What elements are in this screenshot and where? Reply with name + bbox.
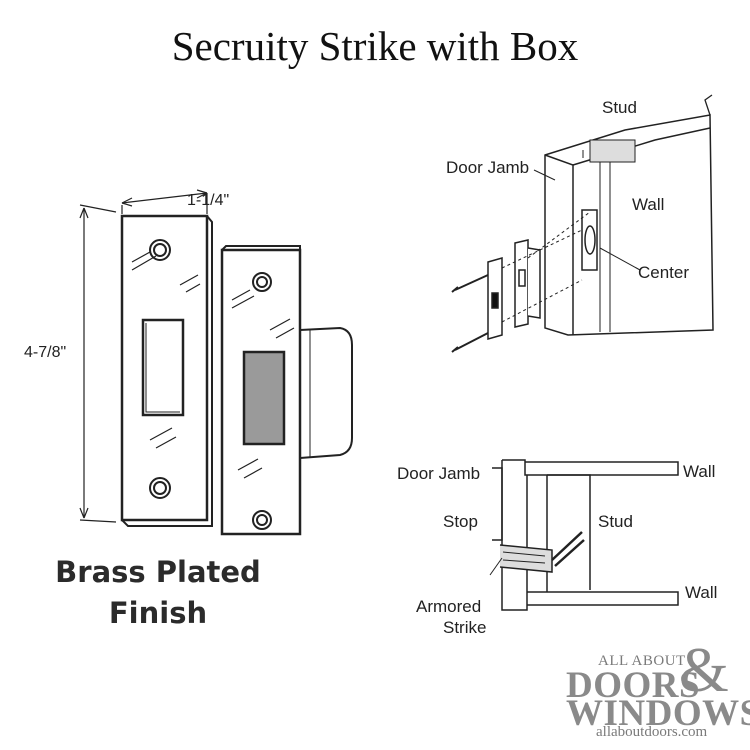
finish-line1: Brass Plated: [55, 555, 261, 589]
logo-url: allaboutdoors.com: [596, 724, 708, 740]
logo-ampersand: &: [679, 634, 729, 705]
dimension-width: 1-1/4": [187, 192, 229, 209]
finish-line2: Finish: [108, 596, 208, 630]
screw-hole-bottom: [149, 477, 171, 499]
label-wall-top: Wall: [683, 462, 715, 481]
label-wall: Wall: [632, 195, 664, 214]
strike-plate-back: [220, 248, 302, 536]
label-strike: Strike: [443, 618, 486, 637]
strike-box: [299, 326, 353, 459]
strike-box-opening: [242, 350, 286, 446]
strike-opening: [141, 318, 185, 417]
label-wall-bottom: Wall: [685, 583, 717, 602]
screw-top: [451, 274, 489, 293]
wall-bottom-section: [527, 591, 679, 606]
label-section-stud: Stud: [598, 512, 633, 531]
label-stop: Stop: [443, 512, 478, 531]
label-door-jamb: Door Jamb: [446, 158, 529, 177]
dimension-height: 4-7/8": [24, 344, 66, 361]
armored-strike: [499, 544, 553, 573]
label-stud: Stud: [602, 98, 637, 117]
wall-block: [544, 114, 714, 336]
screw-hole-top: [149, 239, 171, 261]
logo-line1: ALL ABOUT: [598, 653, 686, 669]
page-title: Secruity Strike with Box: [171, 23, 579, 69]
logo-windows: WINDOWS: [566, 693, 750, 734]
door-jamb-section: [502, 459, 679, 476]
logo-doors: DOORS: [566, 665, 701, 706]
screw-bottom: [451, 332, 489, 353]
strike-plate-front: [120, 214, 209, 522]
section-screw: [551, 531, 585, 567]
label-armored: Armored: [416, 597, 481, 616]
label-center: Center: [638, 263, 689, 282]
label-section-door-jamb: Door Jamb: [397, 464, 480, 483]
